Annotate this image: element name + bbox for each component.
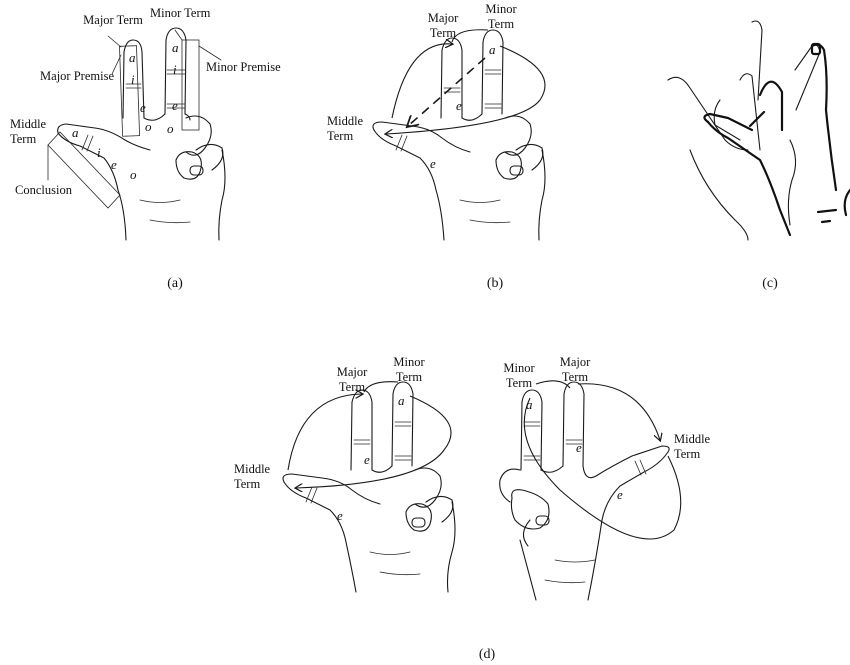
letter-index-a-2: i: [131, 72, 135, 88]
letter-thumb-a-3: e: [111, 157, 117, 173]
minor-term-label-a: Minor Term: [150, 6, 210, 21]
letter-index-a-1: a: [129, 50, 136, 66]
minor-premise-leader: [199, 46, 221, 60]
letter-thumb-a-1: a: [72, 125, 79, 141]
letter-middle-a-1: a: [172, 40, 179, 56]
major-term-label-d-right: Major Term: [550, 355, 600, 385]
major-term-label-a: Major Term: [83, 13, 143, 28]
major-term-leader: [108, 36, 121, 47]
letter-middle-a-2: i: [173, 62, 177, 78]
conclusion-label-a: Conclusion: [15, 183, 95, 198]
major-term-label-b: Major Term: [418, 11, 468, 41]
letter-middle-a-3: e: [172, 98, 178, 114]
minor-term-label-d-right: Minor Term: [494, 361, 544, 391]
letter-index-d-left: e: [364, 452, 370, 468]
caption-a: (a): [155, 276, 195, 292]
caption-d: (d): [467, 647, 507, 663]
letter-thumb-d-left: e: [337, 508, 343, 524]
middle-term-label-d-right: Middle Term: [674, 432, 724, 462]
letter-thumb-d-right: e: [617, 487, 623, 503]
hand-d-right: [500, 381, 681, 600]
middle-term-label-a: Middle Term: [10, 117, 60, 147]
letter-middle-d-left: a: [398, 393, 405, 409]
letter-thumb-b: e: [430, 156, 436, 172]
letter-index-d-right: e: [576, 440, 582, 456]
hand-c: [668, 21, 850, 240]
letter-index-a-3: e: [140, 100, 146, 116]
minor-term-label-b: Minor Term: [476, 2, 526, 32]
major-premise-label-a: Major Premise: [14, 69, 114, 84]
minor-term-leader: [175, 30, 182, 40]
minor-premise-label-a: Minor Premise: [206, 60, 306, 75]
letter-thumb-a-2: i: [97, 145, 101, 161]
middle-term-label-b: Middle Term: [327, 114, 377, 144]
caption-c: (c): [750, 276, 790, 292]
arc-minor-to-middle: [386, 46, 545, 134]
dashed-conclusion-arrow: [408, 58, 485, 126]
middle-term-label-d-left: Middle Term: [234, 462, 284, 492]
letter-thumb-a-4: o: [130, 167, 137, 183]
arc-middle-to-major: [392, 44, 452, 118]
caption-b: (b): [475, 276, 515, 292]
minor-term-label-d-left: Minor Term: [384, 355, 434, 385]
hand-d-left: [283, 382, 455, 592]
letter-index-b: e: [456, 98, 462, 114]
letter-middle-d-right: a: [526, 397, 533, 413]
letter-middle-a-4: o: [167, 121, 174, 137]
hand-b: [373, 30, 545, 240]
major-term-label-d-left: Major Term: [327, 365, 377, 395]
letter-index-a-4: o: [145, 119, 152, 135]
letter-middle-b: a: [489, 42, 496, 58]
